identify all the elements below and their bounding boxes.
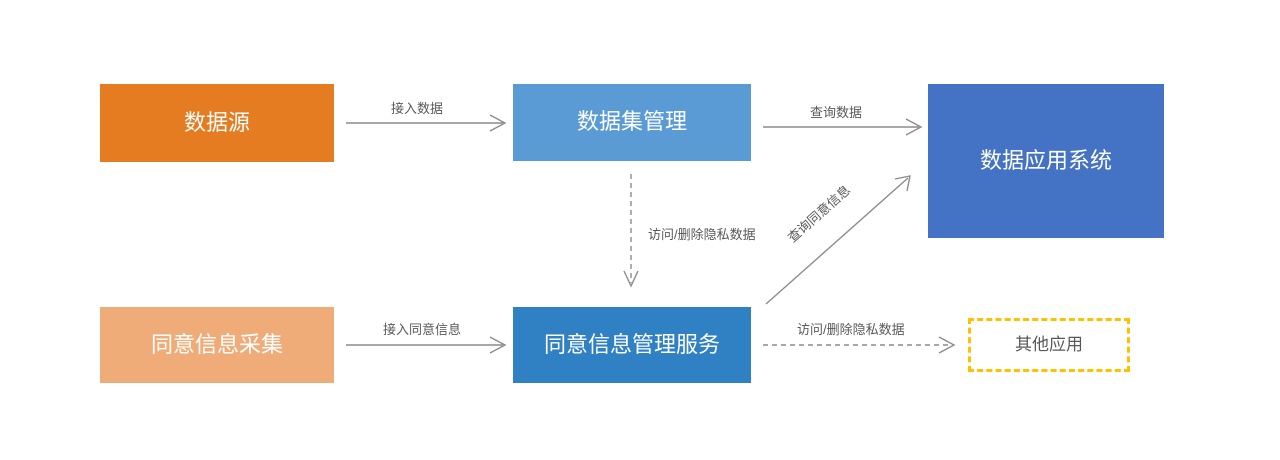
node-consent-management-service-label: 同意信息管理服务 bbox=[543, 331, 720, 357]
edge-label-access-delete-private-data-right: 访问/删除隐私数据 bbox=[797, 322, 905, 337]
node-dataset-management[interactable]: 数据集管理 bbox=[513, 84, 751, 161]
node-other-apps[interactable]: 其他应用 bbox=[968, 318, 1130, 372]
node-data-source[interactable]: 数据源 bbox=[100, 84, 334, 162]
node-consent-collection-label: 同意信息采集 bbox=[150, 331, 283, 357]
edge-access-delete-private-data-vertical bbox=[623, 174, 639, 288]
node-other-apps-label: 其他应用 bbox=[1015, 334, 1083, 354]
node-data-application-system-label: 数据应用系统 bbox=[979, 147, 1112, 173]
edge-label-query-data: 查询数据 bbox=[810, 105, 863, 120]
edge-ingest-data bbox=[346, 114, 507, 132]
edge-query-data bbox=[763, 118, 923, 136]
node-dataset-management-label: 数据集管理 bbox=[576, 109, 687, 135]
node-data-application-system[interactable]: 数据应用系统 bbox=[928, 84, 1164, 238]
edge-access-delete-private-data-right bbox=[763, 336, 956, 354]
edge-label-access-delete-private-data-vertical: 访问/删除隐私数据 bbox=[648, 227, 756, 242]
node-consent-collection[interactable]: 同意信息采集 bbox=[100, 307, 334, 383]
edge-ingest-consent-info bbox=[346, 336, 507, 354]
edge-label-ingest-consent-info: 接入同意信息 bbox=[383, 322, 462, 337]
edge-label-ingest-data: 接入数据 bbox=[391, 101, 444, 116]
node-consent-management-service[interactable]: 同意信息管理服务 bbox=[513, 307, 751, 383]
node-data-source-label: 数据源 bbox=[183, 109, 250, 135]
edge-label-query-consent-info: 查询同意信息 bbox=[784, 182, 854, 246]
